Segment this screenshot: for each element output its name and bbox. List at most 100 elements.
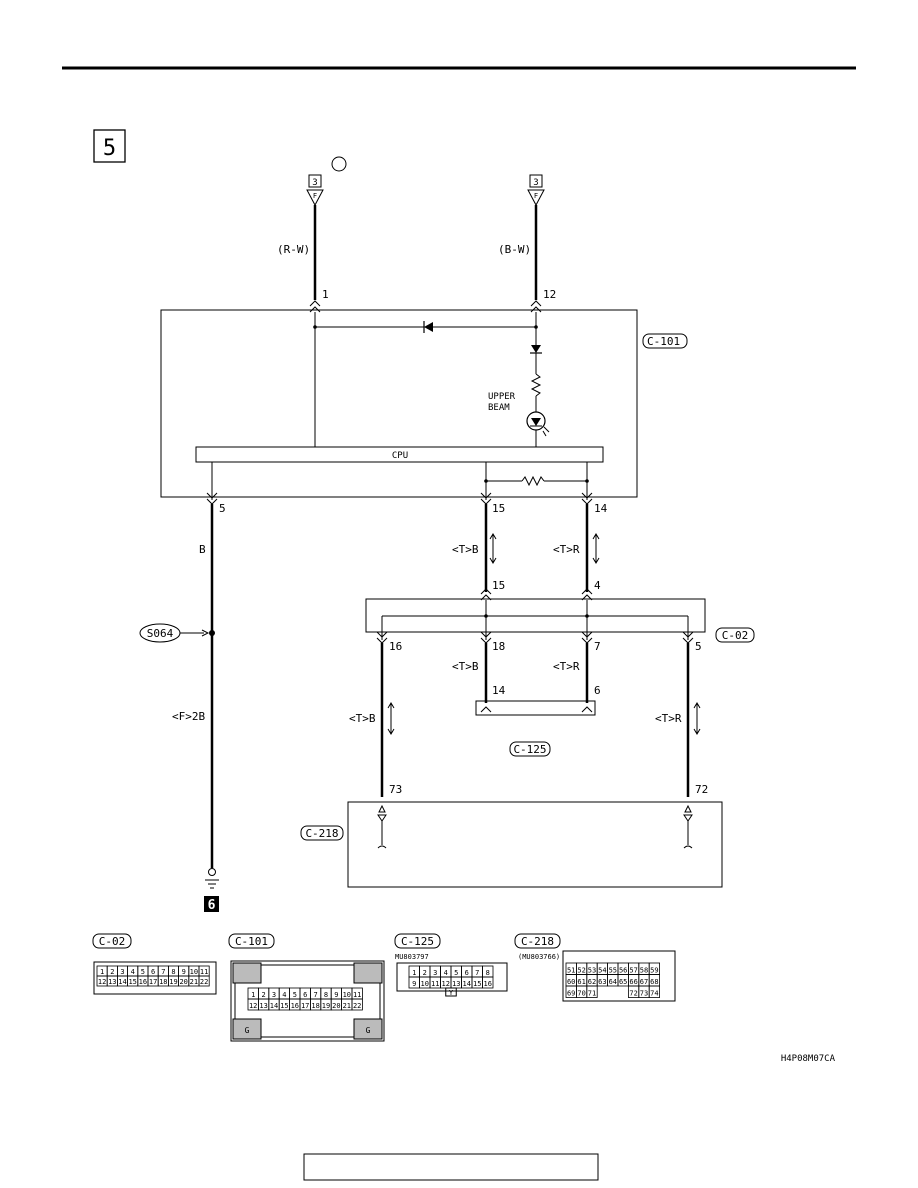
connector-pin: 9 — [334, 991, 338, 999]
wire-label-tr2: <T>R — [553, 660, 580, 673]
connector-pin: 2 — [110, 968, 114, 976]
connector-pin: 15 — [473, 980, 481, 988]
svg-text:3: 3 — [312, 178, 317, 188]
connector-pin: 63 — [598, 978, 606, 986]
pin-c02-18: 18 — [492, 640, 505, 653]
connector-pin: 72 — [629, 990, 637, 998]
ground-ref-box — [204, 896, 219, 912]
pin-c101-15: 15 — [492, 502, 505, 515]
connector-pin: 59 — [650, 967, 658, 975]
connector-pin: 8 — [324, 991, 328, 999]
connector-pin: 6 — [151, 968, 155, 976]
connector-pin: 3 — [272, 991, 276, 999]
connector-pin: 18 — [159, 978, 167, 986]
splice-label: S064 — [147, 627, 174, 640]
connector-pin: 7 — [161, 968, 165, 976]
joint-connector-box — [365, 598, 706, 633]
ecu-box — [347, 801, 723, 888]
connector-pin: 54 — [598, 967, 606, 975]
connector-view-part-number: (MU803766) — [518, 953, 560, 961]
connector-pin: 21 — [343, 1002, 351, 1010]
pin-c02-5: 5 — [695, 640, 702, 653]
connector-pin: 10 — [343, 991, 351, 999]
connector-pin: 1 — [412, 969, 416, 977]
pin-c125-6: 6 — [594, 684, 601, 697]
connector-pin: 22 — [200, 978, 208, 986]
connector-pin: 7 — [313, 991, 317, 999]
connector-pin: 19 — [169, 978, 177, 986]
pin-c02-16: 16 — [389, 640, 402, 653]
connector-pin: 16 — [484, 980, 492, 988]
connector-pin: 19 — [322, 1002, 330, 1010]
pin-c101-5: 5 — [219, 502, 226, 515]
connector-pin: 12 — [442, 980, 450, 988]
wire-label-tb2: <T>B — [452, 660, 479, 673]
connector-pin: 7 — [475, 969, 479, 977]
connector-pin: 52 — [577, 967, 585, 975]
wire-label-bw: (B-W) — [498, 243, 531, 256]
connector-pin: 12 — [98, 978, 106, 986]
connector-pin: 11 — [200, 968, 208, 976]
connector-pin: 6 — [303, 991, 307, 999]
ecu-terminal-73 — [377, 804, 387, 849]
bidirectional-arrow-2 — [592, 533, 600, 564]
connector-pin: 67 — [640, 978, 648, 986]
connector-pin: 15 — [128, 978, 136, 986]
lamp-label-line1: UPPER — [488, 392, 516, 402]
connector-pin: 11 — [353, 991, 361, 999]
pin-c125-14: 14 — [492, 684, 506, 697]
connector-pin: 10 — [190, 968, 198, 976]
connector-pin: 16 — [139, 978, 147, 986]
connector-pin: 15 — [280, 1002, 288, 1010]
connector-pin: 2 — [423, 969, 427, 977]
svg-text:F: F — [313, 192, 317, 200]
connector-pin: 20 — [332, 1002, 340, 1010]
wire-label-rw: (R-W) — [277, 243, 310, 256]
connector-pin: 13 — [259, 1002, 267, 1010]
connector-pin: 16 — [291, 1002, 299, 1010]
meter-unit-box — [160, 309, 638, 498]
connector-pin: 73 — [640, 990, 648, 998]
footer-box — [303, 1153, 599, 1181]
connector-pin: 62 — [588, 978, 596, 986]
connector-pin: 3 — [120, 968, 124, 976]
connector-pin: 4 — [444, 969, 448, 977]
wire-label-tb3: <T>B — [349, 712, 376, 725]
connector-pin: 69 — [567, 990, 575, 998]
connector-view-c-101-label: C-101 — [235, 935, 268, 948]
svg-text:3: 3 — [533, 178, 538, 188]
connector-pin: 14 — [463, 980, 471, 988]
connector-pin: 21 — [190, 978, 198, 986]
connector-pin: 1 — [100, 968, 104, 976]
connector-pin: 60 — [567, 978, 575, 986]
diag-connector-box — [475, 700, 596, 716]
connector-pin: 2 — [261, 991, 265, 999]
connector-pin: 61 — [577, 978, 585, 986]
connector-pin: 66 — [629, 978, 637, 986]
pin-c218-73: 73 — [389, 783, 402, 796]
connector-pin: 14 — [270, 1002, 278, 1010]
cpu-label: CPU — [392, 451, 408, 461]
pin-c218-72: 72 — [695, 783, 708, 796]
source-ref-2: 3 F — [527, 174, 545, 207]
connector-pin: 4 — [131, 968, 135, 976]
pin-c101-1: 1 — [322, 288, 329, 301]
meter-unit-id: C-101 — [647, 335, 680, 348]
connector-view-tab: Y — [449, 989, 454, 997]
resistor-vertical — [530, 373, 542, 397]
connector-pin: 18 — [311, 1002, 319, 1010]
connector-pin: 65 — [619, 978, 627, 986]
connector-pin: 68 — [650, 978, 658, 986]
connector-view-corner-mark: G — [366, 1026, 371, 1035]
connector-pin: 53 — [588, 967, 596, 975]
wire-label-f2b: <F>2B — [172, 710, 205, 723]
pin-c02-4: 4 — [594, 579, 601, 592]
lamp-label-line2: BEAM — [488, 403, 510, 413]
connector-pin: 51 — [567, 967, 575, 975]
bidirectional-arrow-3 — [387, 702, 395, 735]
connector-pin: 57 — [629, 967, 637, 975]
connector-pin: 9 — [182, 968, 186, 976]
small-circle-mark — [331, 156, 347, 172]
wire-label-tr1: <T>R — [553, 543, 580, 556]
